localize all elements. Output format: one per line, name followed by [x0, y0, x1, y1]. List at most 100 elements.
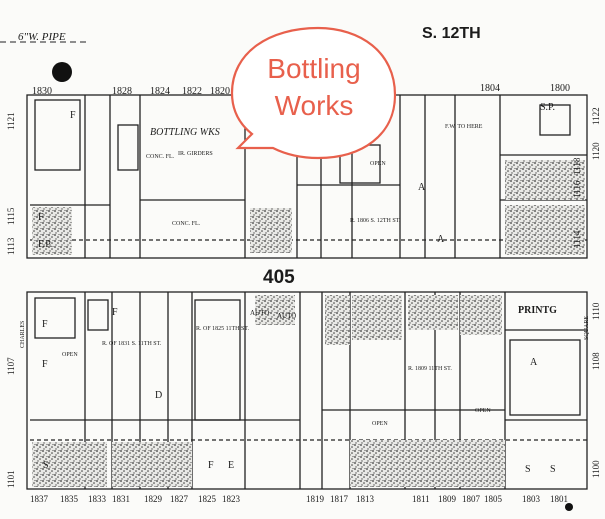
letter-f5: F — [112, 307, 118, 318]
letter-a2: A — [437, 234, 445, 245]
top-number: 1828 — [112, 86, 132, 97]
bottom-number: 1823 — [222, 494, 241, 504]
side-number: 1114 — [572, 230, 582, 248]
side-number: 1116 — [572, 180, 582, 198]
side-number: 1113 — [6, 237, 16, 255]
side-number: 1120 — [591, 142, 601, 160]
stipple-area-13 — [255, 295, 295, 325]
r-1831-label: R. OF 1831 S. 11TH ST. — [102, 341, 162, 347]
letter-s2: S — [525, 464, 531, 475]
bottom-number: 1837 — [30, 494, 49, 504]
bottling-wks-label: BOTTLING WKS — [150, 127, 220, 138]
street-name: S. 12TH — [422, 25, 481, 42]
stipple-area-3 — [505, 160, 585, 200]
r-1825-label: R. OF 1825 11TH ST. — [196, 326, 250, 332]
hydrant-marker — [52, 62, 72, 82]
letter-d1: D — [155, 390, 162, 401]
stipple-area-2 — [32, 207, 72, 255]
side-street-left: CHARLES — [20, 321, 26, 348]
pipe-label: 6"W. PIPE — [18, 31, 66, 43]
top-address-numbers: 1830 1828 1824 1822 1820 1804 1800 — [32, 83, 570, 97]
open-label-2: OPEN — [372, 421, 388, 427]
open-label-1: OPEN — [370, 161, 386, 167]
stipple-area-7 — [325, 295, 350, 345]
bottom-number: 1831 — [112, 494, 130, 504]
side-number: 1118 — [572, 157, 582, 175]
letter-a3: A — [530, 357, 538, 368]
stipple-area-11 — [350, 440, 460, 487]
stipple-area-4 — [505, 205, 585, 255]
letter-s3: S — [550, 464, 556, 475]
bottom-number: 1803 — [522, 494, 541, 504]
open-label-4: OPEN — [62, 352, 78, 358]
conc-fl-label: CONC. FL. — [146, 154, 175, 160]
bottom-address-numbers: 1837 1835 1833 1831 1829 1827 1825 1823 … — [30, 494, 568, 504]
stipple-area-8 — [352, 295, 402, 340]
top-street: 6"W. PIPE S. 12TH — [0, 25, 573, 511]
callout-line-1: Bottling — [267, 53, 360, 84]
top-number: 1800 — [550, 83, 570, 94]
stipple-area-5 — [32, 442, 107, 487]
stipple-area-1 — [250, 208, 292, 253]
top-number: 1830 — [32, 86, 52, 97]
letter-f2: F — [38, 212, 44, 223]
ir-girders-label: IR. GIRDERS — [178, 151, 213, 157]
top-number: 1804 — [480, 83, 500, 94]
bottom-number: 1825 — [198, 494, 217, 504]
side-street-right: SQUARE — [584, 316, 590, 340]
letter-f3: F — [42, 319, 48, 330]
block-number: 405 — [263, 267, 295, 288]
printg-label: PRINTG — [518, 305, 557, 316]
bottom-number: 1833 — [88, 494, 107, 504]
letter-f6: F — [208, 460, 214, 471]
fp-label: F.P. — [38, 239, 52, 250]
top-number: 1824 — [150, 86, 170, 97]
callout-bubble — [230, 26, 397, 160]
left-side-numbers: 1121 1115 1113 1107 1101 CHARLES — [6, 112, 26, 488]
letter-f1: F — [70, 110, 76, 121]
letter-s1: S — [43, 460, 49, 471]
auto-label-2: AUTO — [277, 312, 296, 320]
bottom-number: 1813 — [356, 494, 375, 504]
stipple-area-10 — [460, 295, 502, 335]
top-number: 1820 — [210, 86, 230, 97]
fw-label: F.W. TO HERE — [445, 124, 483, 130]
letter-e1: E — [228, 460, 234, 471]
side-number: 1108 — [591, 352, 601, 370]
bottom-number: 1811 — [412, 494, 430, 504]
side-number: 1107 — [6, 357, 16, 375]
side-number: 1100 — [591, 460, 601, 478]
hydrant-marker-2 — [565, 503, 573, 511]
r-1806-label: R. 1806 S. 12TH ST. — [350, 218, 401, 224]
stipple-area-9 — [408, 295, 458, 330]
side-number: 1115 — [6, 207, 16, 225]
bottom-number: 1829 — [144, 494, 163, 504]
stipple-area-6 — [112, 442, 192, 487]
bottom-number: 1807 — [462, 494, 481, 504]
open-label-3: OPEN — [475, 408, 491, 414]
bottling-works-callout: Bottling Works — [230, 26, 397, 160]
top-number: 1822 — [182, 86, 202, 97]
side-number: 1121 — [6, 112, 16, 130]
letter-f4: F — [42, 359, 48, 370]
bottom-number: 1827 — [170, 494, 189, 504]
right-side-numbers: 1122 1120 1118 1116 1114 1110 1108 1100 … — [572, 107, 601, 478]
r-1809-label: R. 1809 11TH ST. — [408, 366, 452, 372]
bottom-number: 1819 — [306, 494, 325, 504]
side-number: 1122 — [591, 107, 601, 125]
bottom-number: 1817 — [330, 494, 349, 504]
bottom-number: 1835 — [60, 494, 79, 504]
letter-a1: A — [418, 182, 426, 193]
bottom-number: 1805 — [484, 494, 503, 504]
bottom-number: 1801 — [550, 494, 568, 504]
sp-label: S.P. — [540, 102, 555, 113]
stipple-area-12 — [460, 440, 505, 487]
bottom-number: 1809 — [438, 494, 457, 504]
callout-line-2: Works — [275, 90, 354, 121]
side-number: 1101 — [6, 470, 16, 488]
side-number: 1110 — [591, 302, 601, 320]
auto-label-1: AUTO — [250, 309, 269, 317]
conc-fl2-label: CONC. FL. — [172, 221, 201, 227]
